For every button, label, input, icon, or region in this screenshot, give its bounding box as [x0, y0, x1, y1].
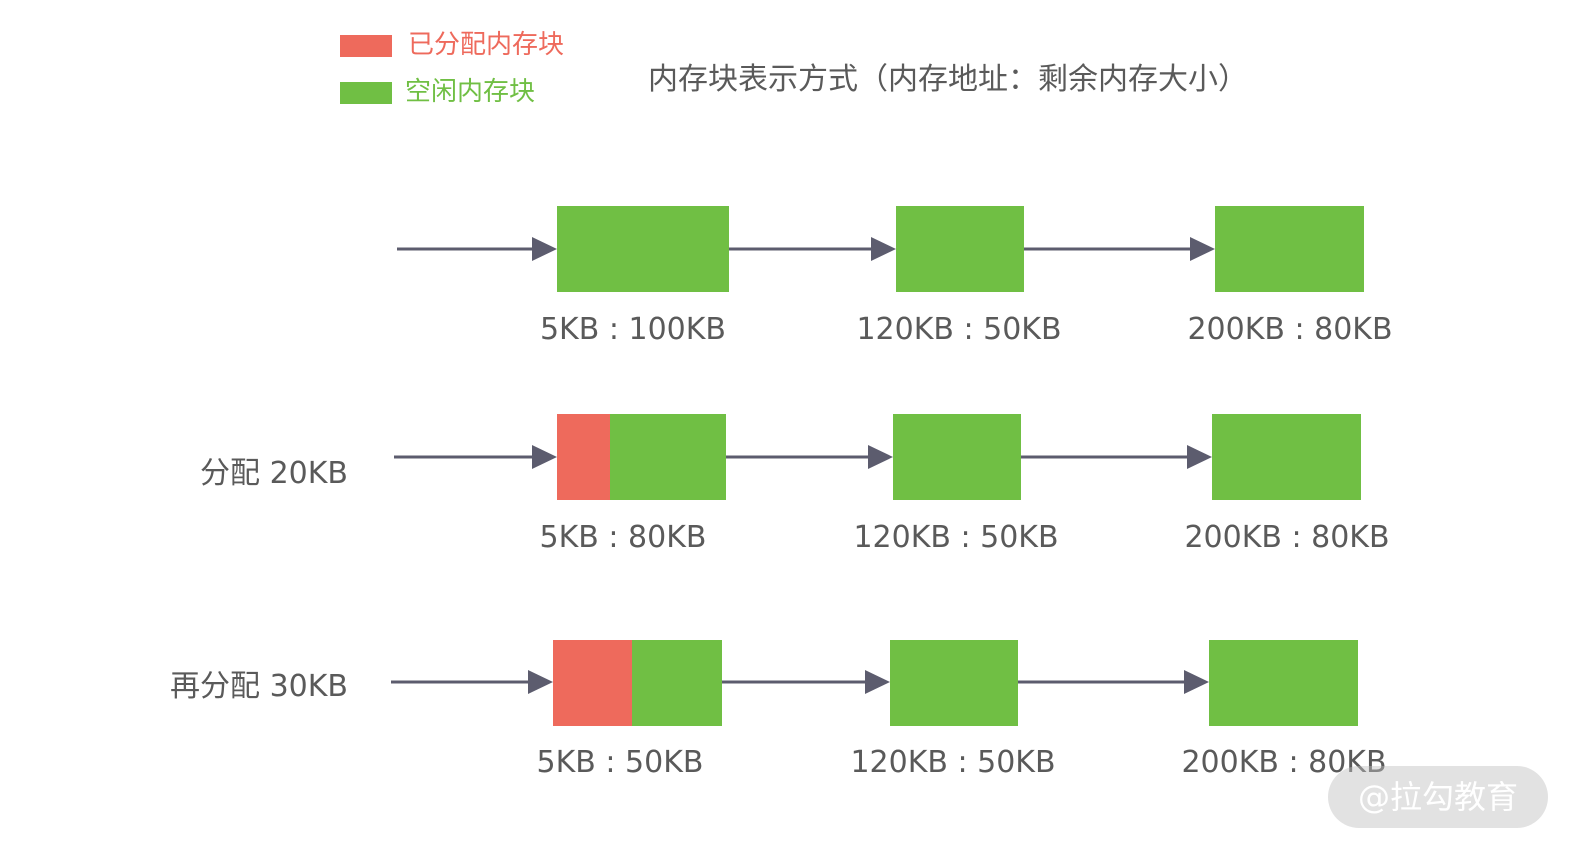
free-block	[1209, 640, 1358, 726]
row-allocate-20kb	[394, 414, 1361, 500]
block-label-r2-b1: 120KB : 50KB	[850, 745, 1056, 780]
legend-allocated-label: 已分配内存块	[408, 30, 565, 60]
arrowhead-icon	[532, 237, 557, 261]
legend-allocated-swatch	[340, 35, 392, 57]
arrowhead-icon	[528, 670, 553, 694]
block-label-r0-b1: 120KB : 50KB	[856, 312, 1062, 347]
arrowhead-icon	[1184, 670, 1209, 694]
free-block	[610, 414, 726, 500]
free-block	[896, 206, 1024, 292]
row-label-allocate-20kb: 分配 20KB	[200, 456, 348, 491]
free-block	[890, 640, 1018, 726]
arrowhead-icon	[868, 445, 893, 469]
row-reallocate-30kb	[391, 640, 1358, 726]
legend-free-swatch	[340, 82, 392, 104]
block-label-r0-b2: 200KB : 80KB	[1187, 312, 1393, 347]
block-label-r2-b0: 5KB : 50KB	[536, 745, 704, 780]
arrowhead-icon	[1187, 445, 1212, 469]
arrowhead-icon	[865, 670, 890, 694]
free-block	[1212, 414, 1361, 500]
free-block	[632, 640, 722, 726]
allocated-block	[557, 414, 610, 500]
block-label-r1-b1: 120KB : 50KB	[853, 520, 1059, 555]
block-label-r1-b2: 200KB : 80KB	[1184, 520, 1390, 555]
arrowhead-icon	[871, 237, 896, 261]
free-block	[893, 414, 1021, 500]
row-label-reallocate-30kb: 再分配 30KB	[170, 669, 348, 704]
watermark-badge: @拉勾教育	[1328, 766, 1548, 828]
diagram-title: 内存块表示方式（内存地址：剩余内存大小）	[648, 62, 1248, 97]
legend-free-label: 空闲内存块	[405, 77, 536, 107]
arrowhead-icon	[532, 445, 557, 469]
allocated-block	[553, 640, 632, 726]
block-label-r2-b2: 200KB : 80KB	[1181, 745, 1387, 780]
arrowhead-icon	[1190, 237, 1215, 261]
block-label-r0-b0: 5KB : 100KB	[539, 312, 727, 347]
row-initial	[397, 206, 1364, 292]
free-block	[557, 206, 729, 292]
block-label-r1-b0: 5KB : 80KB	[539, 520, 707, 555]
free-block	[1215, 206, 1364, 292]
